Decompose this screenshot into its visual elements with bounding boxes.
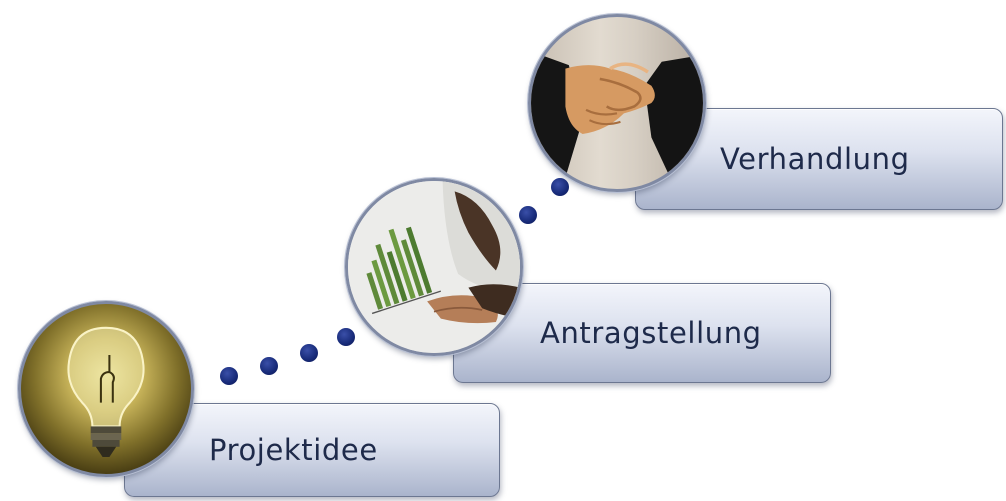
handshake-photo	[528, 14, 706, 192]
connector-dot	[300, 344, 318, 362]
lightbulb-photo	[18, 301, 194, 477]
step-label-antragstellung: Antragstellung	[540, 316, 762, 350]
bar-chart-icon	[348, 181, 520, 353]
handshake-icon	[531, 17, 703, 189]
step-label-verhandlung: Verhandlung	[720, 142, 910, 176]
connector-dot	[519, 206, 537, 224]
bar-chart-document-photo	[345, 178, 523, 356]
connector-dot	[220, 367, 238, 385]
step-label-projektidee: Projektidee	[209, 433, 378, 467]
lightbulb-icon	[21, 304, 191, 474]
connector-dot	[260, 357, 278, 375]
